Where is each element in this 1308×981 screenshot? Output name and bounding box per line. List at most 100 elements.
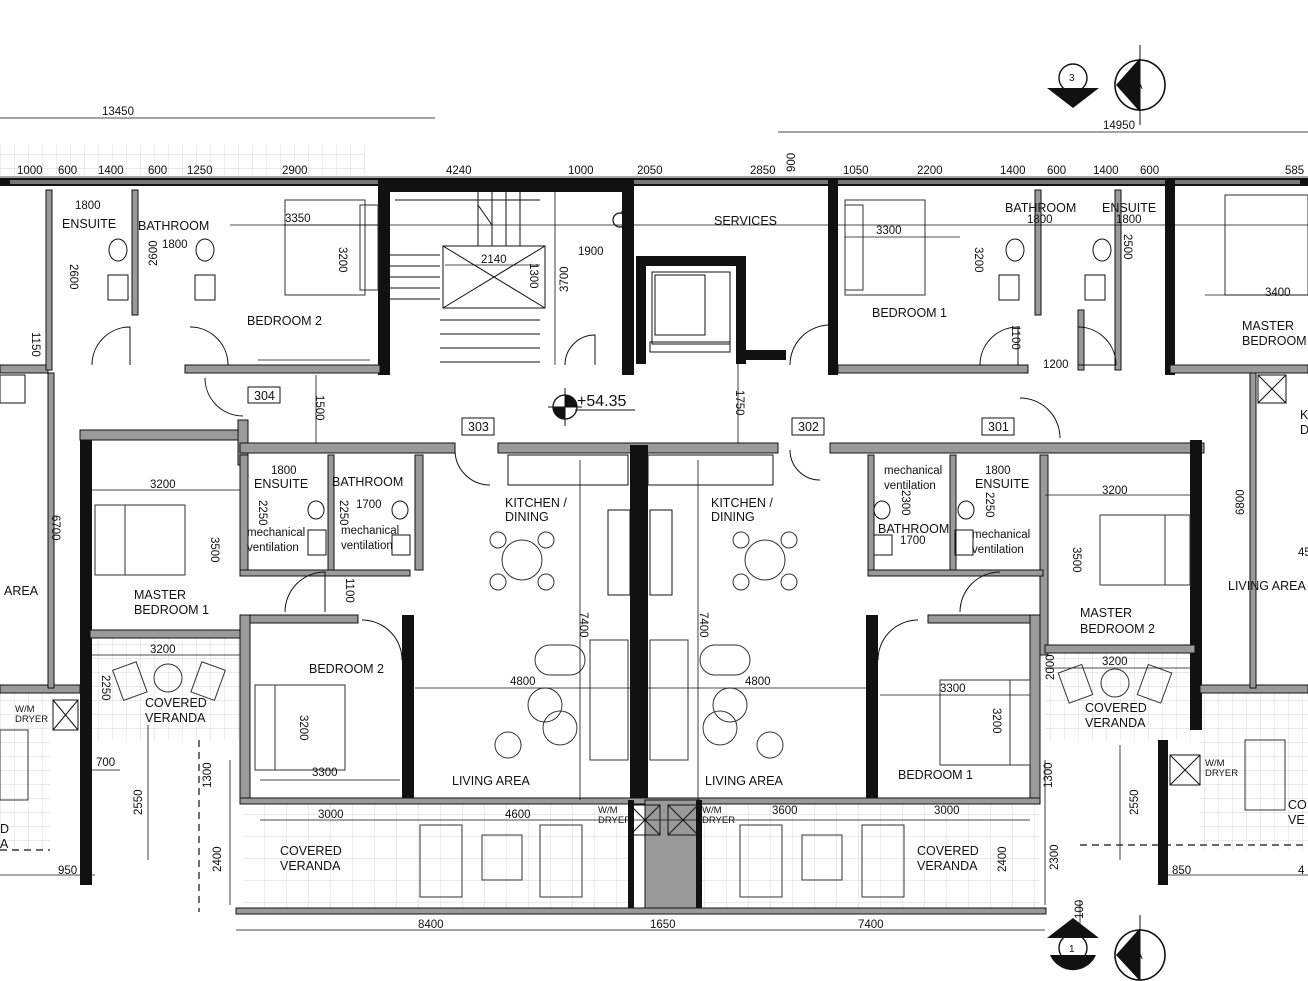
room-label: MASTER [1242, 319, 1294, 333]
room-label: mechanical [341, 525, 399, 537]
room-label: LIVING AREA [705, 774, 783, 788]
room-label: VERANDA [917, 859, 978, 873]
dim-label: 1000 [568, 165, 594, 177]
dim-label: 4800 [510, 676, 536, 688]
room-label: VE [1288, 813, 1305, 827]
dim-label: 3200 [150, 479, 176, 491]
grid-label-top: 3 [1069, 73, 1075, 84]
dim-overall-top-right: 14950 [1103, 120, 1135, 132]
dim-label: 4 [1298, 865, 1305, 877]
dim-label: 600 [1047, 165, 1066, 177]
dim-label: 3200 [336, 247, 348, 273]
dim-label: 1300 [202, 762, 214, 788]
dim-label: 3200 [150, 644, 176, 656]
room-label: DRYER [15, 714, 48, 725]
dim-label: 2250 [256, 500, 268, 526]
room-label: VERANDA [280, 859, 341, 873]
room-label: COVERED [280, 844, 342, 858]
room-label: DRYER [1205, 768, 1238, 779]
sanitary-fixtures [107, 238, 1112, 556]
dim-label: 1800 [75, 200, 101, 212]
dim-label: 3300 [876, 225, 902, 237]
dim-label: 6800 [1235, 489, 1247, 515]
floor-tiling [0, 145, 1308, 910]
dim-label: 2400 [212, 846, 224, 872]
apartment-304-tag: 304 [254, 389, 275, 403]
dim-label: 2850 [750, 165, 776, 177]
room-label: ventilation [247, 542, 299, 554]
dim-label: 1400 [1000, 165, 1026, 177]
dim-label: 6700 [49, 515, 61, 541]
level-marker-icon [548, 388, 635, 426]
dim-label: 3500 [1070, 547, 1082, 573]
dim-label: 2400 [997, 846, 1009, 872]
dim-label: 3000 [934, 805, 960, 817]
grid-marker-bottom [1047, 918, 1099, 971]
room-label: W/M [1205, 758, 1225, 769]
apartment-302-tag: 302 [798, 420, 819, 434]
room-label: CO [1288, 798, 1307, 812]
room-label: ENSUITE [1102, 201, 1156, 215]
dim-label: 3300 [312, 767, 338, 779]
room-label: W/M [702, 805, 722, 816]
room-label: MASTER [1080, 606, 1132, 620]
room-label: VERANDA [1085, 716, 1146, 730]
room-label: COVERED [145, 696, 207, 710]
exterior-walls [0, 178, 1308, 375]
dim-label: 2300 [1049, 844, 1061, 870]
room-label: ventilation [341, 540, 393, 552]
doors [91, 324, 1117, 661]
dim-label: 2140 [481, 254, 507, 266]
room-label: BATHROOM [138, 219, 209, 233]
dim-label: 1800 [271, 465, 297, 477]
room-label: mechanical [247, 527, 305, 539]
section-label-top: A [1136, 81, 1143, 92]
room-label: DRYER [702, 815, 735, 826]
dim-label: 1700 [900, 535, 926, 547]
dim-label: 4800 [745, 676, 771, 688]
room-label: ventilation [884, 480, 936, 492]
dim-label: 4600 [505, 809, 531, 821]
room-label: ENSUITE [62, 217, 116, 231]
staircase [390, 192, 546, 363]
dim-label: 3500 [208, 537, 220, 563]
dim-overall-top-left: 13450 [102, 106, 134, 118]
apartment-tags [247, 386, 1015, 436]
room-label: DINING [711, 510, 755, 524]
veranda-furniture [0, 661, 1286, 898]
room-label: BEDROOM 1 [898, 768, 973, 782]
dim-label: 3200 [1102, 485, 1128, 497]
apartment-301-tag: 301 [988, 420, 1009, 434]
dim-label: 45 [1298, 547, 1308, 559]
room-label: LIVING AREA [1228, 579, 1306, 593]
dim-label: 2900 [282, 165, 308, 177]
room-label: KITCHEN / [505, 496, 567, 510]
room-label: DRYER [598, 815, 631, 826]
dim-label: 1800 [1116, 214, 1142, 226]
section-marker-bottom [1114, 915, 1166, 981]
dim-label: 1200 [1043, 359, 1069, 371]
dim-label: 1300 [1043, 762, 1055, 788]
dim-label: 1900 [578, 246, 604, 258]
room-label: BEDROOM [1242, 334, 1307, 348]
dim-label: 3700 [559, 266, 571, 292]
apartment-303-tag: 303 [468, 420, 489, 434]
room-label: W/M [598, 805, 618, 816]
room-label: A [0, 837, 9, 851]
room-label: BEDROOM 2 [1080, 622, 1155, 636]
dim-label: 600 [148, 165, 167, 177]
dim-label: 3600 [772, 805, 798, 817]
grid-label-bottom: 1 [1069, 944, 1075, 955]
dim-label: 2250 [337, 500, 349, 526]
room-label: COVERED [1085, 701, 1147, 715]
dim-label: 585 [1285, 165, 1304, 177]
room-label: BEDROOM 2 [309, 662, 384, 676]
lift [649, 271, 731, 353]
room-label: K [1300, 408, 1308, 422]
dim-label: 600 [1140, 165, 1159, 177]
room-label: mechanical [972, 529, 1030, 541]
dim-label: 3200 [1102, 656, 1128, 668]
dim-label: 2300 [899, 490, 911, 516]
room-label: mechanical [884, 465, 942, 477]
